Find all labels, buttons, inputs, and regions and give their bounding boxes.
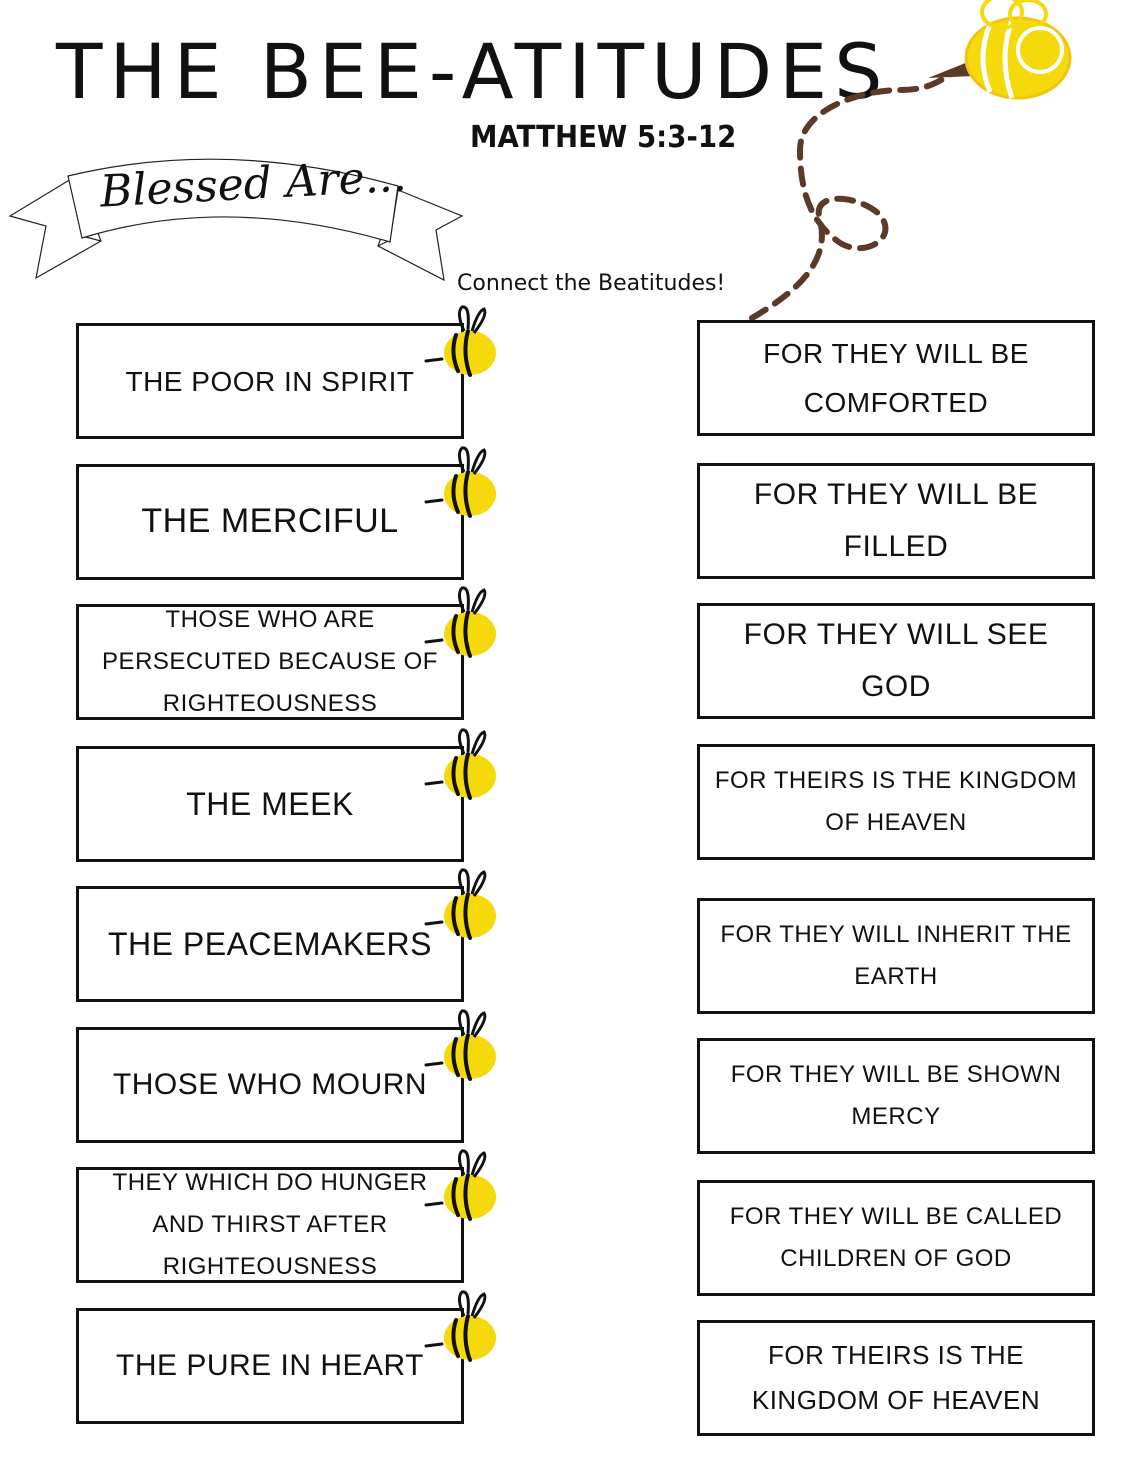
blessed-group-text: THE PURE IN HEART — [116, 1348, 424, 1382]
promise-text: FOR THEY WILL BE COMFORTED — [763, 338, 1029, 418]
ribbon-banner-icon — [8, 158, 464, 282]
promise-text: FOR THEY WILL BE FILLED — [753, 477, 1039, 564]
bee-flight-trail-icon — [749, 0, 1072, 321]
blessed-group-text: THOSE WHO ARE PERSECUTED BECAUSE OF RIGH… — [102, 606, 438, 717]
bee-icon — [422, 1145, 512, 1235]
bee-icon — [422, 864, 512, 954]
bee-icon — [422, 1005, 512, 1095]
promise-text: FOR THEY WILL BE CALLED CHILDREN OF GOD — [729, 1203, 1063, 1272]
bee-icon — [422, 301, 512, 391]
blessed-group-box[interactable]: THE POOR IN SPIRIT — [76, 323, 464, 439]
blessed-group-text: THE MERCIFUL — [141, 502, 399, 541]
blessed-group-text: THE MEEK — [186, 786, 354, 822]
promise-text: FOR THEY WILL SEE GOD — [743, 617, 1049, 704]
blessed-group-text: THE POOR IN SPIRIT — [125, 365, 415, 397]
promise-box[interactable]: FOR THEY WILL SEE GOD — [697, 603, 1095, 719]
promise-box[interactable]: FOR THEY WILL BE CALLED CHILDREN OF GOD — [697, 1180, 1095, 1296]
instruction-text: Connect the Beatitudes! — [457, 271, 726, 296]
promise-box[interactable]: FOR THEY WILL BE FILLED — [697, 463, 1095, 579]
blessed-group-box[interactable]: THE PURE IN HEART — [76, 1308, 464, 1424]
blessed-group-text: THE PEACEMAKERS — [107, 926, 432, 962]
blessed-group-box[interactable]: THOSE WHO ARE PERSECUTED BECAUSE OF RIGH… — [76, 604, 464, 720]
promise-text: FOR THEY WILL INHERIT THE EARTH — [720, 921, 1072, 990]
promise-box[interactable]: FOR THEY WILL INHERIT THE EARTH — [697, 898, 1095, 1014]
blessed-group-box[interactable]: THE PEACEMAKERS — [76, 886, 464, 1002]
promise-box[interactable]: FOR THEIRS IS THE KINGDOM OF HEAVEN — [697, 744, 1095, 860]
blessed-group-box[interactable]: THE MEEK — [76, 746, 464, 862]
bee-icon — [422, 442, 512, 532]
blessed-group-text: THOSE WHO MOURN — [112, 1067, 428, 1101]
blessed-group-box[interactable]: THEY WHICH DO HUNGER AND THIRST AFTER RI… — [76, 1167, 464, 1283]
page-title: THE BEE-ATITUDES — [56, 27, 890, 116]
blessed-group-box[interactable]: THE MERCIFUL — [76, 464, 464, 580]
bee-icon — [422, 582, 512, 672]
promise-text: FOR THEIRS IS THE KINGDOM OF HEAVEN — [751, 1339, 1041, 1416]
promise-box[interactable]: FOR THEY WILL BE SHOWN MERCY — [697, 1038, 1095, 1154]
promise-box[interactable]: FOR THEIRS IS THE KINGDOM OF HEAVEN — [697, 1320, 1095, 1436]
blessed-group-text: THEY WHICH DO HUNGER AND THIRST AFTER RI… — [112, 1169, 428, 1280]
promise-text: FOR THEIRS IS THE KINGDOM OF HEAVEN — [714, 767, 1078, 836]
large-bee-icon — [964, 0, 1072, 100]
bee-icon — [422, 724, 512, 814]
promise-box[interactable]: FOR THEY WILL BE COMFORTED — [697, 320, 1095, 436]
promise-text: FOR THEY WILL BE SHOWN MERCY — [730, 1061, 1062, 1130]
bee-icon — [422, 1286, 512, 1376]
scripture-reference: MATTHEW 5:3-12 — [470, 120, 737, 155]
blessed-group-box[interactable]: THOSE WHO MOURN — [76, 1027, 464, 1143]
